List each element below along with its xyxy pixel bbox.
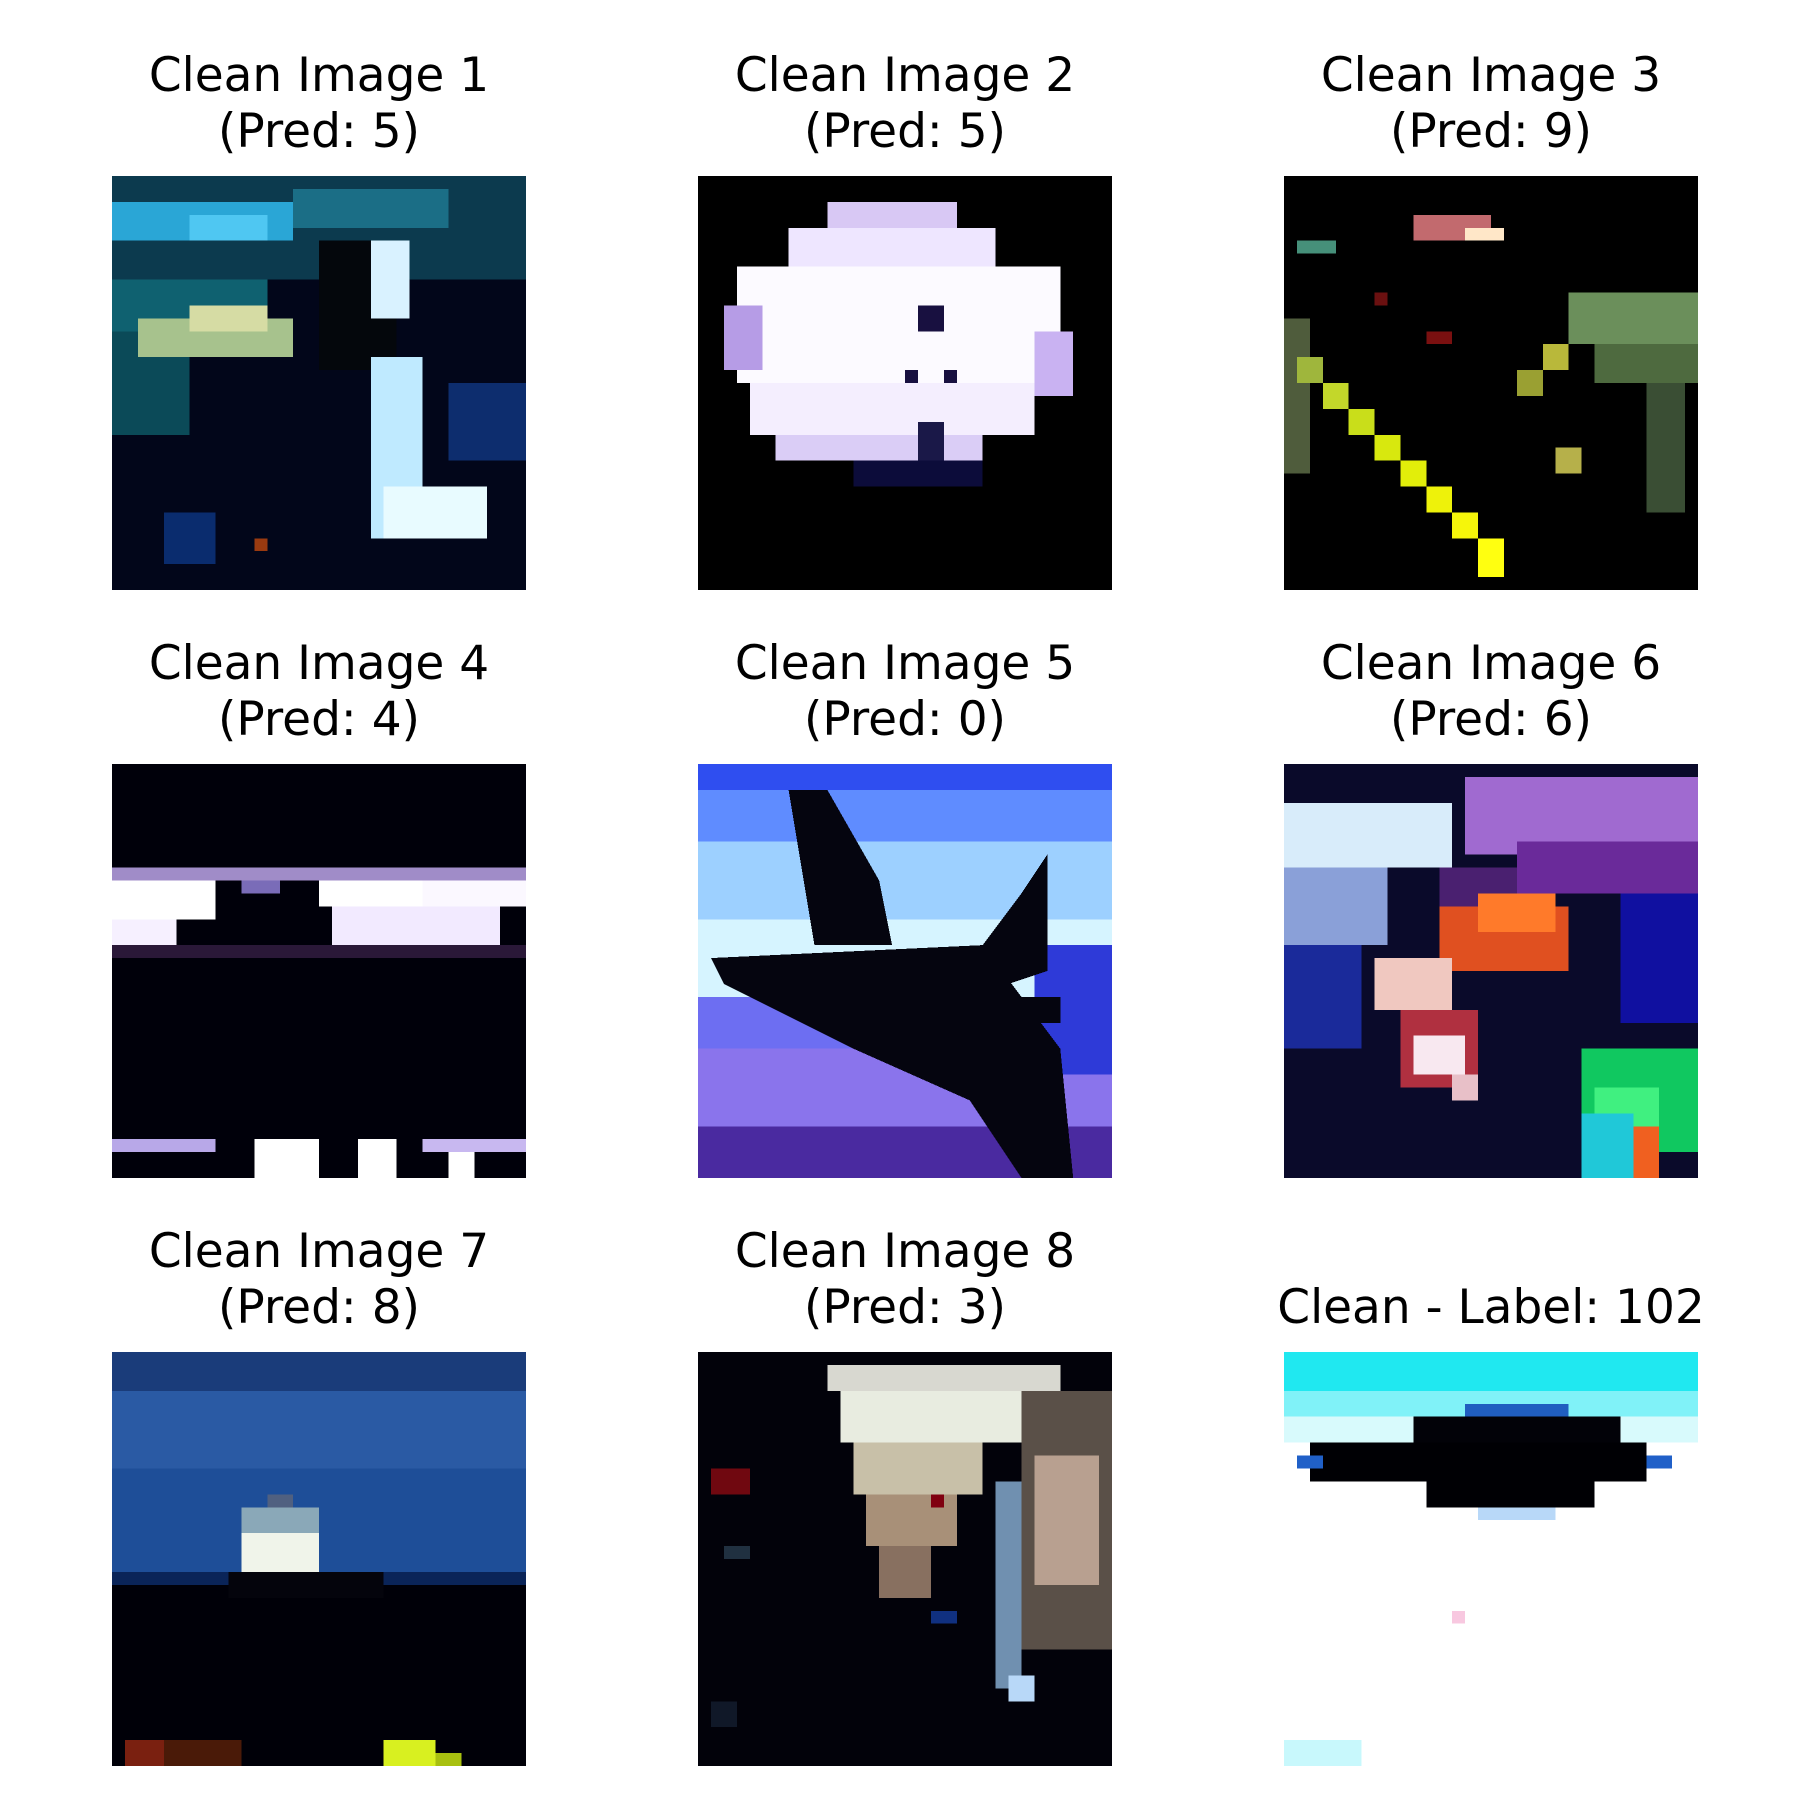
- panel-6: Clean Image 6 (Pred: 6): [1284, 636, 1698, 1226]
- panel-1: Clean Image 1 (Pred: 5): [112, 48, 526, 638]
- panel-2: Clean Image 2 (Pred: 5): [698, 48, 1112, 638]
- panel-title-line1: Clean Image 1: [148, 48, 490, 103]
- panel-title: Clean Image 3 (Pred: 9): [1224, 48, 1758, 160]
- clean-image-label-102: [1284, 1352, 1698, 1766]
- panel-7: Clean Image 7 (Pred: 8): [112, 1224, 526, 1814]
- clean-image-3: [1284, 176, 1698, 590]
- panel-title-line1: Clean Image 5: [734, 636, 1076, 691]
- panel-title-line2: (Pred: 6): [1390, 692, 1592, 747]
- panel-title-line2: (Pred: 5): [804, 104, 1006, 159]
- panel-9: Clean - Label: 102: [1277, 1224, 1705, 1814]
- panel-title-line2: (Pred: 8): [218, 1280, 420, 1335]
- panel-title-line2: (Pred: 0): [804, 692, 1006, 747]
- panel-title: Clean Image 8 (Pred: 3): [638, 1224, 1172, 1336]
- clean-image-6: [1284, 764, 1698, 1178]
- panel-4: Clean Image 4 (Pred: 4): [112, 636, 526, 1226]
- clean-image-8: [698, 1352, 1112, 1766]
- panel-8: Clean Image 8 (Pred: 3): [698, 1224, 1112, 1814]
- panel-title: Clean Image 7 (Pred: 8): [52, 1224, 586, 1336]
- panel-title-line2: (Pred: 9): [1390, 104, 1592, 159]
- panel-title: Clean Image 5 (Pred: 0): [638, 636, 1172, 748]
- panel-title-line2: [1224, 1224, 1758, 1280]
- clean-image-5: [698, 764, 1112, 1178]
- panel-3: Clean Image 3 (Pred: 9): [1284, 48, 1698, 638]
- panel-title: Clean Image 2 (Pred: 5): [638, 48, 1172, 160]
- clean-image-1: [112, 176, 526, 590]
- panel-title-line2: (Pred: 5): [218, 104, 420, 159]
- panel-title-line1: Clean Image 8: [734, 1224, 1076, 1279]
- clean-image-2: [698, 176, 1112, 590]
- panel-title-line1: Clean Image 6: [1320, 636, 1662, 691]
- panel-title-line2: (Pred: 3): [804, 1280, 1006, 1335]
- panel-title-line1: Clean Image 4: [148, 636, 490, 691]
- clean-image-4: [112, 764, 526, 1178]
- panel-title: Clean Image 4 (Pred: 4): [52, 636, 586, 748]
- clean-image-7: [112, 1352, 526, 1766]
- panel-title-line1: Clean Image 2: [734, 48, 1076, 103]
- panel-title-line2: (Pred: 4): [218, 692, 420, 747]
- panel-title-line1: Clean Image 7: [148, 1224, 490, 1279]
- panel-title-line1: Clean - Label: 102: [1277, 1280, 1705, 1335]
- panel-title: Clean Image 1 (Pred: 5): [52, 48, 586, 160]
- panel-5: Clean Image 5 (Pred: 0): [698, 636, 1112, 1226]
- panel-title: Clean - Label: 102: [1224, 1224, 1758, 1336]
- panel-title: Clean Image 6 (Pred: 6): [1224, 636, 1758, 748]
- panel-title-line1: Clean Image 3: [1320, 48, 1662, 103]
